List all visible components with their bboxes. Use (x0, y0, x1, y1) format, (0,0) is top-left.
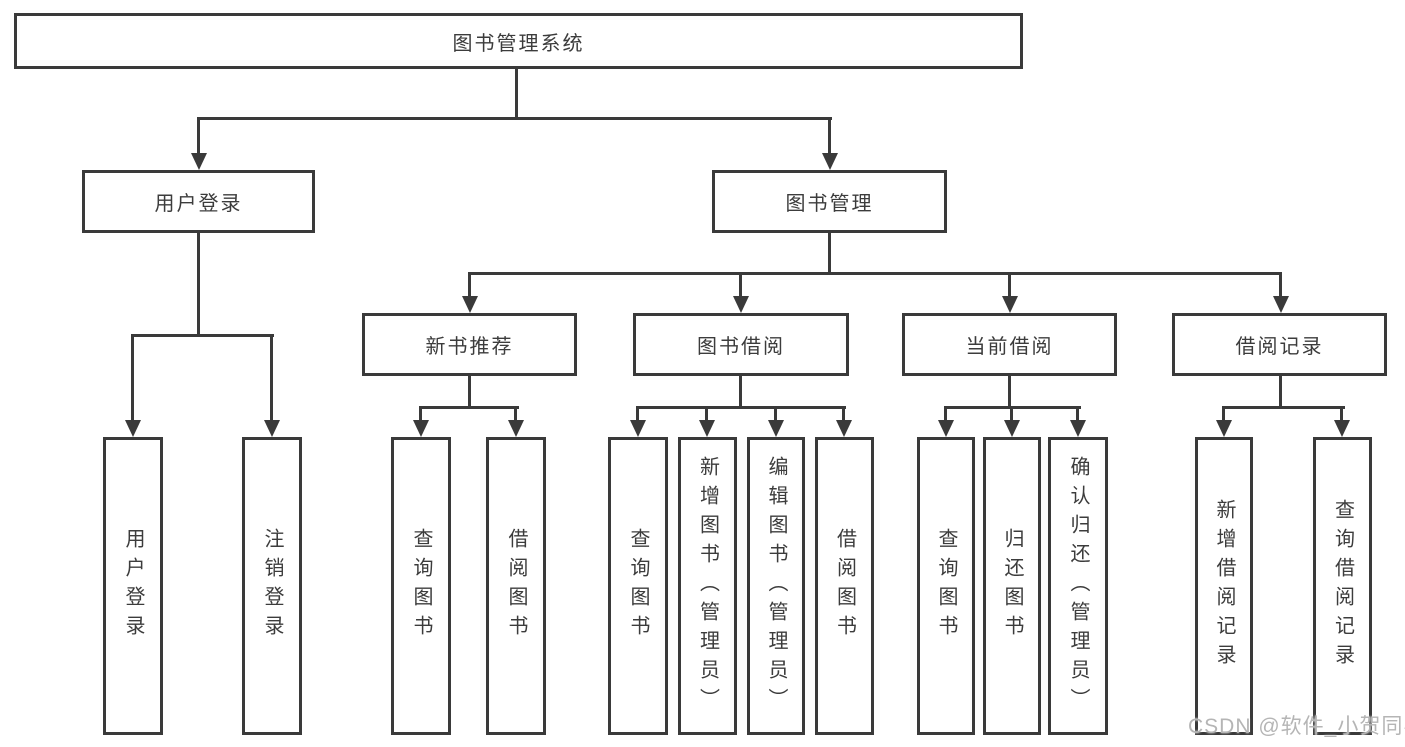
node-current-borrow-label: 当前借阅 (965, 336, 1054, 358)
connector-stem-br-add (1222, 406, 1225, 423)
node-leaf-bb-query: 查询图书 (608, 437, 668, 735)
arrowhead-new-book-rec (462, 296, 478, 313)
connector-bookborrow-vertical (739, 376, 742, 407)
connector-bookmgmt-vertical (828, 233, 831, 274)
connector-stem-book-borrow (739, 272, 742, 299)
arrowhead-current-borrow (1002, 296, 1018, 313)
connector-stem-bb-add (705, 406, 708, 423)
node-book-borrow: 图书借阅 (633, 313, 849, 376)
arrowhead-bb-edit (768, 420, 784, 437)
arrowhead-leaf-logout (264, 420, 280, 437)
node-leaf-cb-confirm: 确认归还（管理员） (1048, 437, 1108, 735)
node-new-book-rec-label: 新书推荐 (425, 336, 514, 358)
node-leaf-cb-query-label: 查询图书 (935, 528, 957, 644)
node-leaf-bb-edit-label: 编辑图书（管理员） (765, 455, 787, 717)
arrowhead-book-borrow (733, 296, 749, 313)
node-leaf-bb-borrow: 借阅图书 (815, 437, 874, 735)
node-root: 图书管理系统 (14, 13, 1023, 69)
node-leaf-br-add: 新增借阅记录 (1195, 437, 1253, 735)
node-leaf-bb-borrow-label: 借阅图书 (833, 528, 856, 644)
connector-stem-br-query (1340, 406, 1343, 423)
connector-userlogin-vertical (197, 233, 200, 335)
node-leaf-cb-query: 查询图书 (917, 437, 975, 735)
arrowhead-rec-borrow (508, 420, 524, 437)
connector-stem-cb-query (944, 406, 947, 423)
connector-userlogin-horizontal (131, 334, 274, 337)
connector-stem-borrow-record (1279, 272, 1282, 299)
arrowhead-user-login (191, 153, 207, 170)
arrowhead-br-query (1334, 420, 1350, 437)
arrowhead-cb-query (938, 420, 954, 437)
arrowhead-bb-query (630, 420, 646, 437)
node-leaf-br-add-label: 新增借阅记录 (1213, 499, 1235, 673)
node-leaf-bb-edit: 编辑图书（管理员） (747, 437, 805, 735)
node-leaf-bb-add-label: 新增图书（管理员） (696, 455, 719, 717)
arrowhead-rec-query (413, 420, 429, 437)
connector-stem-new-book-rec (468, 272, 471, 299)
connector-stem-cb-confirm (1076, 406, 1079, 423)
connector-borrowrecord-vertical (1279, 376, 1282, 407)
connector-newbookrec-vertical (468, 376, 471, 407)
arrowhead-br-add (1216, 420, 1232, 437)
node-leaf-cb-return-label: 归还图书 (1001, 528, 1023, 644)
node-leaf-rec-query-label: 查询图书 (410, 528, 432, 644)
node-leaf-br-query-label: 查询借阅记录 (1331, 499, 1354, 673)
node-leaf-logout-label: 注销登录 (261, 528, 283, 644)
node-leaf-bb-add: 新增图书（管理员） (678, 437, 737, 735)
node-user-login-label: 用户登录 (154, 193, 243, 215)
node-book-mgmt-label: 图书管理 (785, 193, 874, 215)
node-new-book-rec: 新书推荐 (362, 313, 577, 376)
node-leaf-bb-query-label: 查询图书 (627, 528, 649, 644)
connector-stem-rec-borrow (514, 406, 517, 423)
connector-stem-leaf-logout (270, 334, 273, 422)
node-borrow-record-label: 借阅记录 (1235, 336, 1324, 358)
node-leaf-cb-confirm-label: 确认归还（管理员） (1067, 455, 1089, 717)
arrowhead-bb-add (699, 420, 715, 437)
arrowhead-borrow-record (1273, 296, 1289, 313)
node-current-borrow: 当前借阅 (902, 313, 1117, 376)
connector-stem-book-mgmt (828, 117, 831, 156)
csdn-watermark: CSDN @软件_小贺同学 (1188, 715, 1405, 738)
node-leaf-rec-borrow-label: 借阅图书 (505, 528, 527, 644)
node-leaf-logout: 注销登录 (242, 437, 302, 735)
node-leaf-user-login: 用户登录 (103, 437, 163, 735)
arrowhead-leaf-user-login (125, 420, 141, 437)
connector-root-horizontal (197, 117, 832, 120)
node-leaf-user-login-label: 用户登录 (122, 528, 144, 644)
connector-stem-bb-query (636, 406, 639, 423)
connector-stem-rec-query (419, 406, 422, 423)
node-leaf-br-query: 查询借阅记录 (1313, 437, 1372, 735)
connector-stem-bb-borrow (842, 406, 845, 423)
node-user-login: 用户登录 (82, 170, 315, 233)
connector-bookborrow-horizontal (636, 406, 846, 409)
connector-currentborrow-vertical (1008, 376, 1011, 407)
connector-stem-bb-edit (774, 406, 777, 423)
connector-borrowrecord-horizontal (1222, 406, 1345, 409)
node-leaf-rec-borrow: 借阅图书 (486, 437, 546, 735)
arrowhead-book-mgmt (822, 153, 838, 170)
connector-bookmgmt-horizontal (468, 272, 1282, 275)
node-book-mgmt: 图书管理 (712, 170, 947, 233)
arrowhead-cb-confirm (1070, 420, 1086, 437)
node-book-borrow-label: 图书借阅 (697, 336, 785, 358)
arrowhead-cb-return (1004, 420, 1020, 437)
node-leaf-rec-query: 查询图书 (391, 437, 451, 735)
connector-stem-leaf-user-login (131, 334, 134, 422)
node-borrow-record: 借阅记录 (1172, 313, 1387, 376)
connector-stem-user-login (197, 117, 200, 156)
arrowhead-bb-borrow (836, 420, 852, 437)
connector-stem-cb-return (1010, 406, 1013, 423)
connector-newbookrec-horizontal (419, 406, 519, 409)
connector-root-vertical (515, 68, 518, 118)
node-root-label: 图书管理系统 (452, 32, 585, 55)
connector-stem-current-borrow (1008, 272, 1011, 299)
node-leaf-cb-return: 归还图书 (983, 437, 1041, 735)
